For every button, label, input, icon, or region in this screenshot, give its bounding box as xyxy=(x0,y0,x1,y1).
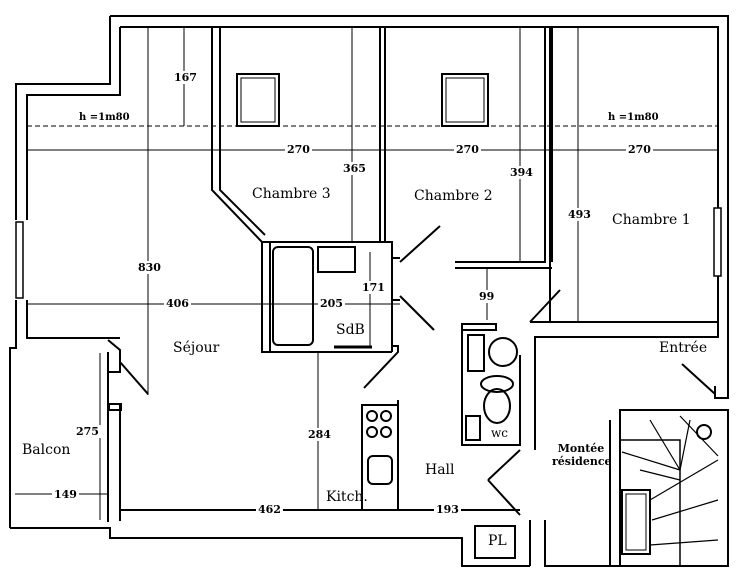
dimension-167: 167 xyxy=(172,71,199,84)
room-sejour: Séjour xyxy=(173,340,220,356)
room-chambre-1: Chambre 1 xyxy=(612,212,691,228)
dimension-270-b: 270 xyxy=(454,143,481,156)
ceiling-height-right: h =1m80 xyxy=(607,112,660,123)
dimension-830: 830 xyxy=(136,261,163,274)
left-window xyxy=(15,221,24,299)
dimension-493: 493 xyxy=(566,208,593,221)
montee-line-1: Montée xyxy=(557,442,605,455)
skylight-2 xyxy=(441,73,489,127)
dimension-284: 284 xyxy=(306,428,333,441)
skylight-3 xyxy=(236,73,280,127)
room-entree: Entrée xyxy=(659,340,708,356)
room-chambre-2: Chambre 2 xyxy=(414,188,493,204)
room-chambre-3: Chambre 3 xyxy=(252,186,331,202)
dimension-270-c: 270 xyxy=(626,143,653,156)
interior-walls xyxy=(107,27,719,566)
dimension-149: 149 xyxy=(52,488,79,501)
dimension-365: 365 xyxy=(341,162,368,175)
dimension-394: 394 xyxy=(508,166,535,179)
dimension-193: 193 xyxy=(434,503,461,516)
dimension-171: 171 xyxy=(360,281,387,294)
room-sdb: SdB xyxy=(336,322,365,338)
dimension-270-a: 270 xyxy=(285,143,312,156)
dimension-205: 205 xyxy=(318,297,345,310)
room-kitchen: Kitch. xyxy=(326,489,368,505)
ceiling-height-left: h =1m80 xyxy=(78,112,131,123)
right-window xyxy=(713,207,722,277)
room-pl: PL xyxy=(488,533,507,549)
montee-residence-label: Montée résidence xyxy=(552,442,612,468)
room-balcon: Balcon xyxy=(22,442,71,458)
room-wc: wc xyxy=(491,426,508,440)
room-hall: Hall xyxy=(425,462,455,478)
dimension-406: 406 xyxy=(164,297,191,310)
dimension-275: 275 xyxy=(74,425,101,438)
montee-line-2: résidence xyxy=(552,455,612,468)
dimension-462: 462 xyxy=(256,503,283,516)
dimension-99: 99 xyxy=(477,290,497,303)
